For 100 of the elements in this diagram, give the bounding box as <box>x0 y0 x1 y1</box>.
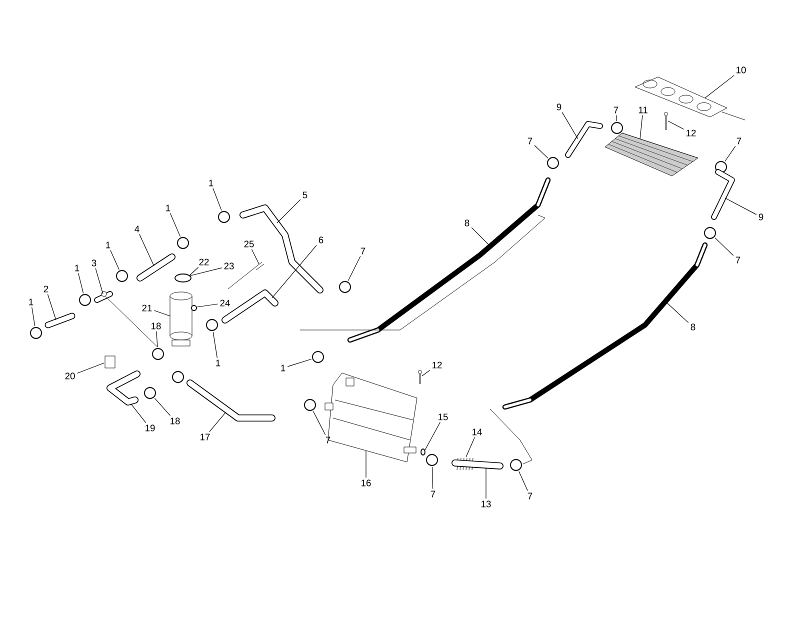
leader-line <box>668 120 684 130</box>
bolt-drawing <box>664 112 668 130</box>
knob-drawing <box>191 305 197 311</box>
leader-line <box>139 234 154 266</box>
leader-line <box>209 412 226 432</box>
clamp-drawing <box>304 399 316 411</box>
leader-line <box>562 112 578 140</box>
leader-line <box>95 268 104 294</box>
callout-number: 24 <box>220 300 230 306</box>
leader-line <box>714 238 734 256</box>
callout-number: 14 <box>472 428 482 436</box>
hose-drawing <box>300 177 551 343</box>
reservoir-drawing <box>170 292 192 346</box>
leader-line <box>287 358 312 367</box>
cooler-drawing <box>324 372 418 462</box>
callout-number: 3 <box>92 260 96 266</box>
tube-drawing <box>44 312 76 328</box>
leader-line <box>110 250 120 270</box>
clamp-drawing <box>426 454 438 466</box>
hose-drawing <box>106 370 141 406</box>
callout-number: 23 <box>224 262 234 270</box>
callout-number: 1 <box>166 204 170 212</box>
callout-number: 7 <box>614 106 618 114</box>
callout-number: 17 <box>200 434 210 440</box>
callout-number: 1 <box>216 360 220 366</box>
hose-drawing <box>502 242 708 410</box>
leader-line <box>424 422 440 450</box>
leader-line <box>47 294 56 320</box>
leader-line <box>188 266 199 276</box>
leader-line <box>664 300 689 324</box>
hose-drawing <box>711 169 735 220</box>
leader-line <box>518 471 528 492</box>
clamp-drawing <box>144 387 156 399</box>
clamp-drawing <box>116 270 128 282</box>
callout-number: 13 <box>482 500 491 508</box>
callout-number: 1 <box>209 180 214 186</box>
callout-number: 2 <box>44 286 48 292</box>
callout-number: 1 <box>281 364 286 372</box>
assembly-line <box>105 296 158 348</box>
hose-drawing <box>221 289 279 324</box>
leader-line <box>156 331 158 348</box>
leader-line <box>616 114 617 122</box>
leader-line <box>212 332 218 358</box>
clamp-drawing <box>312 351 324 363</box>
leader-line <box>471 227 490 246</box>
callout-number: 7 <box>736 256 740 264</box>
callout-number: 1 <box>106 242 110 248</box>
leader-line <box>640 114 643 140</box>
callout-number: 16 <box>362 480 371 486</box>
leader-line <box>154 398 171 416</box>
clamp-drawing <box>30 327 42 339</box>
callout-number: 7 <box>736 138 742 144</box>
bolt-drawing <box>418 370 422 384</box>
leader-line <box>154 310 170 316</box>
callout-number: 9 <box>758 214 764 220</box>
leader-line <box>432 466 434 490</box>
callout-number: 1 <box>29 298 34 306</box>
leader-line <box>251 249 260 264</box>
leader-line <box>534 145 548 158</box>
callout-number: 12 <box>686 130 696 136</box>
hose-drawing <box>565 121 603 158</box>
leader-line <box>76 362 104 374</box>
callout-number: 15 <box>438 414 448 420</box>
clamp-drawing <box>547 157 559 169</box>
clamp-drawing <box>206 319 218 331</box>
leader-line <box>466 436 475 458</box>
o-ring-drawing <box>420 448 426 456</box>
leader-line <box>422 370 430 376</box>
tube-drawing <box>452 459 504 470</box>
callout-number: 7 <box>326 436 330 444</box>
plate-drawing <box>634 76 746 120</box>
callout-number: 21 <box>142 304 152 312</box>
clamp-drawing <box>611 122 623 134</box>
callout-number: 11 <box>638 106 648 114</box>
leader-line <box>348 256 361 282</box>
callout-number: 22 <box>199 258 209 266</box>
leader-line <box>188 268 222 276</box>
tee-fitting-drawing <box>94 291 113 303</box>
hose-drawing <box>240 204 324 294</box>
leader-line <box>130 404 146 423</box>
callout-number: 7 <box>528 492 532 500</box>
leader-line <box>724 198 757 215</box>
callout-number: 6 <box>318 236 324 244</box>
callout-number: 7 <box>528 138 532 144</box>
leader-line <box>704 75 734 98</box>
leader-line <box>276 199 301 224</box>
callout-number: 9 <box>556 104 562 110</box>
leader-line <box>196 304 218 308</box>
leader-line <box>170 212 181 237</box>
callout-number: 12 <box>432 362 442 368</box>
leader-line <box>724 146 736 162</box>
leader-line <box>312 410 326 436</box>
leader-line <box>32 306 36 326</box>
bracket-drawing <box>104 356 116 368</box>
leader-line <box>212 188 222 211</box>
callout-number: 1 <box>75 264 80 272</box>
hose-drawing <box>186 379 276 422</box>
callout-number: 7 <box>430 490 436 498</box>
leader-line <box>272 245 317 298</box>
clamp-drawing <box>704 227 716 239</box>
